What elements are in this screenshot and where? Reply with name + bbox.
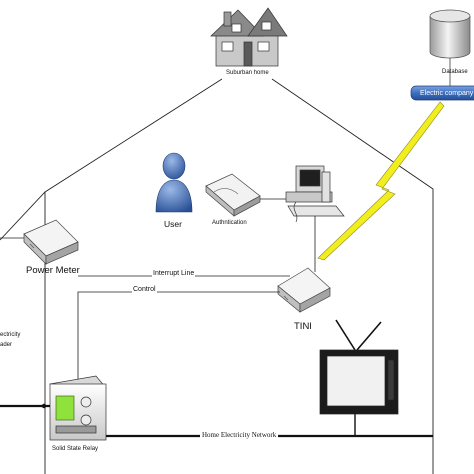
television-icon xyxy=(319,319,399,415)
authentication-box-icon xyxy=(205,173,261,217)
solid-state-relay-icon xyxy=(49,375,107,441)
lightning-link-icon xyxy=(317,101,445,261)
home-electricity-network-label: Home Electricity Network xyxy=(200,431,279,439)
control-label: Control xyxy=(132,286,157,293)
power-meter-icon xyxy=(23,219,79,265)
user-label: User xyxy=(164,219,182,229)
solid-state-relay-label: Solid State Relay xyxy=(52,446,99,452)
computer-icon xyxy=(285,165,345,223)
control-line xyxy=(77,291,280,386)
user-icon xyxy=(155,152,193,213)
tini-label: TINI xyxy=(294,321,312,332)
electric-company-label: Electric company xyxy=(420,90,474,97)
authentication-label: Authntication xyxy=(212,220,247,226)
database-icon xyxy=(429,9,471,59)
relay-input-junction xyxy=(41,403,47,409)
power-meter-label: Power Meter xyxy=(26,265,80,276)
side-text-line-1: ectricity xyxy=(0,332,21,338)
interrupt-line-label: Interrupt Line xyxy=(152,270,196,277)
database-label: Database xyxy=(442,69,468,75)
tini-device-icon xyxy=(277,267,331,313)
house-icon xyxy=(210,7,288,67)
side-text-line-2: ader xyxy=(0,342,13,348)
electric-company-banner xyxy=(410,85,474,101)
suburban-home-label: Suburban home xyxy=(226,70,269,76)
